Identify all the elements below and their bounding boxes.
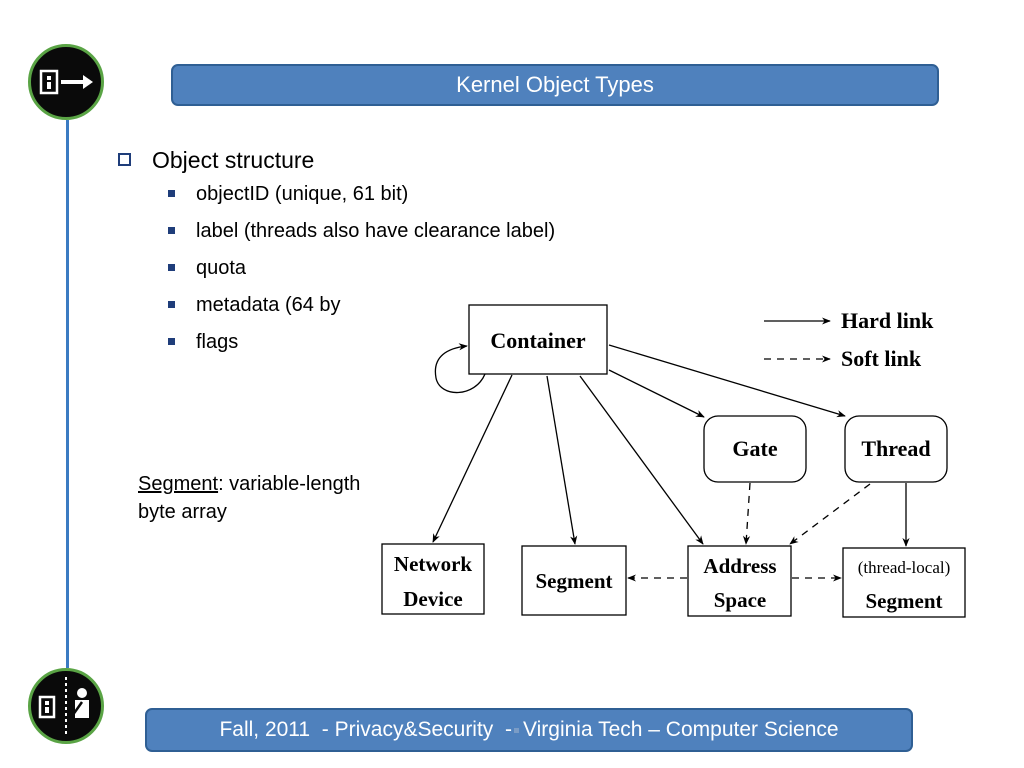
legend: Hard link Soft link — [764, 308, 934, 371]
footer-bar: Fall, 2011 - Privacy&Security - Virginia … — [145, 708, 913, 752]
bullet-heading: Object structure — [114, 144, 555, 176]
square-bullet-icon — [168, 338, 175, 345]
edge-container-thread — [608, 344, 846, 418]
node-container: Container — [468, 304, 608, 375]
edge-container-segment — [546, 375, 578, 545]
slide-title: Kernel Object Types — [456, 72, 654, 97]
checkbox-bullet-icon — [118, 153, 131, 166]
slide-title-bar: Kernel Object Types — [171, 64, 939, 106]
bullet-item: objectID (unique, 61 bit) — [114, 176, 555, 213]
footer-right-text: Virginia Tech – Computer Science — [522, 718, 839, 741]
security-officer-icon — [38, 677, 89, 735]
square-bullet-icon — [168, 227, 175, 234]
top-logo — [28, 44, 104, 120]
bullet-list: Object structure objectID (unique, 61 bi… — [114, 144, 555, 361]
left-vertical-line — [66, 120, 69, 668]
node-network-label-1: Network — [394, 552, 472, 576]
bullet-item: flags — [114, 324, 555, 361]
segment-term: Segment — [138, 473, 219, 495]
legend-soft-label: Soft link — [841, 346, 922, 371]
bullet-heading-text: Object structure — [152, 147, 315, 173]
node-segment: Segment — [521, 545, 627, 616]
node-address-space: Address Space — [687, 545, 792, 617]
node-address-label-1: Address — [703, 554, 776, 578]
node-thread-local-segment: (thread-local) Segment — [842, 547, 966, 618]
segment-note-line2: byte array — [138, 501, 227, 523]
bullet-item-text: flags — [196, 331, 239, 353]
node-gate-label: Gate — [732, 436, 777, 461]
exit-arrow-icon — [39, 69, 93, 95]
edge-container-self — [434, 343, 486, 394]
node-network-device: Network Device — [381, 543, 485, 615]
node-network-label-2: Device — [403, 587, 462, 611]
edge-gate-address — [742, 482, 751, 545]
segment-note-rest: : variable-length — [218, 473, 361, 495]
bullet-item-text: objectID (unique, 61 bit) — [196, 183, 409, 205]
node-tl-label-2: Segment — [866, 589, 943, 613]
square-bullet-icon — [168, 190, 175, 197]
edge-container-gate — [608, 369, 705, 418]
node-thread-label: Thread — [861, 436, 930, 461]
footer-left-text: Fall, 2011 - Privacy&Security - — [219, 718, 512, 741]
bullet-item-text: label (threads also have clearance label… — [196, 220, 556, 242]
edge-container-address — [579, 375, 704, 545]
bullet-item: metadata (64 by — [114, 287, 555, 324]
bottom-logo — [28, 668, 104, 744]
segment-note: Segment: variable-length byte array — [138, 470, 360, 526]
bullet-item-text: metadata (64 by — [196, 294, 341, 316]
footer-separator-icon — [513, 727, 519, 733]
node-address-label-2: Space — [714, 588, 767, 612]
bullet-item: quota — [114, 250, 555, 287]
node-segment-label: Segment — [536, 569, 613, 593]
square-bullet-icon — [168, 301, 175, 308]
node-gate: Gate — [703, 415, 807, 483]
square-bullet-icon — [168, 264, 175, 271]
edge-container-network — [432, 374, 513, 543]
segment-note-line1: Segment: variable-length — [138, 470, 360, 498]
node-thread: Thread — [844, 415, 948, 483]
legend-hard-label: Hard link — [841, 308, 934, 333]
bullet-item-text: quota — [196, 257, 247, 279]
node-container-label: Container — [490, 328, 586, 353]
node-tl-label-1: (thread-local) — [858, 558, 951, 577]
bullet-item: label (threads also have clearance label… — [114, 213, 555, 250]
edge-thread-address — [789, 483, 871, 545]
